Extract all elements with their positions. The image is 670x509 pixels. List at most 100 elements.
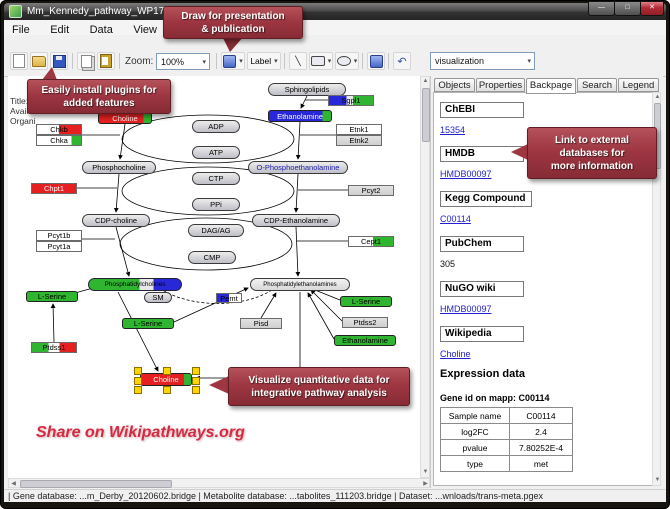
zoom-combobox[interactable]: 100% ▾ [156,53,210,70]
kegg-link[interactable]: C00114 [440,214,471,224]
scroll-down-icon[interactable]: ▼ [422,469,429,475]
scroll-up-icon[interactable]: ▲ [422,78,429,84]
pathway-node[interactable]: Sphingolipids [268,83,346,96]
label-tool-text: Label [250,56,272,66]
menu-edit[interactable]: Edit [50,24,70,36]
pathway-node[interactable]: L-Serine [26,291,78,302]
pathway-node[interactable]: Phosphocholine [82,161,156,174]
scroll-left-icon[interactable]: ◀ [11,481,16,487]
selection-handle[interactable] [163,367,171,375]
node-label: CTP [208,174,224,183]
wikipedia-link[interactable]: Choline [440,349,471,359]
minimize-button[interactable]: — [588,1,615,16]
paste-button[interactable] [97,52,115,70]
title-bar[interactable]: Mm_Kennedy_pathway_WP1771_45176.gpml [4,3,666,20]
pathway-node[interactable]: CDP-Ethanolamine [252,214,340,227]
pathway-node[interactable]: Ptdss2 [342,317,388,328]
table-cell: pvalue [440,439,510,456]
pathway-node[interactable]: Cept1 [348,236,394,247]
pathway-node[interactable]: CTP [192,172,240,185]
template-button[interactable] [367,52,385,70]
pathway-node[interactable]: Chka [36,135,82,146]
new-file-button[interactable] [10,52,28,70]
tab-backpage[interactable]: Backpage [526,78,576,94]
scroll-up-icon[interactable]: ▲ [654,94,661,100]
pathway-node[interactable]: Pcyt1b [36,230,82,241]
rect-tool-button[interactable]: ▾ [309,52,333,70]
selection-handle[interactable] [134,377,142,385]
pathway-node[interactable]: L-Serine [122,318,174,329]
node-label: Pcyt2 [361,186,381,195]
selection-handle[interactable] [192,367,200,375]
vertical-scroll-thumb[interactable] [422,88,430,142]
selection-handle[interactable] [192,386,200,394]
menu-data[interactable]: Data [89,24,113,36]
pathway-node[interactable]: ATP [192,146,240,159]
table-cell: log2FC [440,423,510,440]
selection-handle[interactable] [134,386,142,394]
app-icon [9,5,22,18]
select-tool-button[interactable]: ▾ [221,52,245,70]
pathway-node[interactable]: Chpt1 [31,183,77,194]
pathway-node[interactable]: ADP [192,120,240,133]
pathway-node[interactable]: Pcyt2 [348,185,394,196]
callout-text: integrative pathway analysis [251,387,387,399]
node-label: Chka [50,136,68,145]
tab-legend[interactable]: Legend [618,78,659,92]
maximize-button[interactable]: □ [614,1,641,16]
pathway-canvas[interactable]: Title: Availa Organi [8,76,420,478]
pathway-node[interactable]: DAG/AG [188,224,244,237]
open-button[interactable] [30,52,48,70]
pathway-node[interactable]: Phosphatidylcholines [88,278,182,291]
nugo-link[interactable]: HMDB00097 [440,304,492,314]
pathway-node[interactable]: Etnk1 [336,124,382,135]
hmdb-link[interactable]: HMDB00097 [440,169,492,179]
visualization-value: visualization [435,56,485,66]
close-button[interactable]: ✕ [640,1,664,16]
pathway-node[interactable]: Pcyt1a [36,241,82,252]
pathway-node[interactable]: SM [144,292,172,303]
pathway-node[interactable]: Chkb [36,124,82,135]
canvas-vertical-scrollbar[interactable]: ▲ ▼ [420,76,430,478]
tab-properties[interactable]: Properties [476,78,525,92]
pathway-node[interactable]: Etnk2 [336,135,382,146]
pathway-node[interactable]: Ethanolamine [268,110,332,122]
pathway-node[interactable]: Pisd [240,318,282,329]
horizontal-scroll-thumb[interactable] [20,480,172,488]
undo-button[interactable]: ↶ [393,52,411,70]
table-row: pvalue 7.80252E-4 [440,439,573,456]
scroll-right-icon[interactable]: ▶ [423,481,428,487]
pathway-node[interactable]: CMP [188,251,236,264]
save-button[interactable] [50,52,68,70]
status-text: | Gene database: ...m_Derby_20120602.bri… [8,491,544,501]
line-tool-button[interactable]: ╲ [289,52,307,70]
selection-handle[interactable] [163,386,171,394]
selection-handle[interactable] [192,377,200,385]
pathway-node[interactable]: CDP-choline [82,214,150,227]
pathway-node[interactable]: O-Phosphoethanolamine [248,161,348,174]
pathway-node[interactable]: PPi [192,198,240,211]
canvas-horizontal-scrollbar[interactable]: ◀ ▶ [8,478,430,488]
node-label: Phosphatidylcholines [104,281,166,288]
table-row: Sample name C00114 [440,407,573,424]
label-tool-button[interactable]: Label▾ [247,52,281,70]
chebi-link[interactable]: 15354 [440,125,466,135]
selection-handle[interactable] [134,367,142,375]
line-tool-icon: ╲ [295,55,301,66]
pathway-node[interactable]: L-Serine [340,296,392,307]
visualization-combobox[interactable]: visualization ▾ [430,52,535,70]
menu-view[interactable]: View [133,24,157,36]
tab-search[interactable]: Search [577,78,617,92]
menu-file[interactable]: File [12,24,30,36]
pathway-node[interactable]: Pemt [216,293,242,303]
pathway-node[interactable]: Ptdss1 [31,342,77,353]
oval-tool-button[interactable]: ▾ [335,52,359,70]
scroll-down-icon[interactable]: ▼ [654,477,661,483]
callout-text: Easily install plugins for [41,84,157,96]
pathway-node[interactable]: Phosphatidylethanolamines [250,278,350,291]
share-annotation: Share on Wikipathways.org [36,424,245,441]
pathway-node[interactable]: Sgpl1 [328,95,374,106]
tab-objects[interactable]: Objects [434,78,475,92]
pathway-node[interactable]: Ethanolamine [334,335,396,346]
copy-button[interactable] [77,52,95,70]
